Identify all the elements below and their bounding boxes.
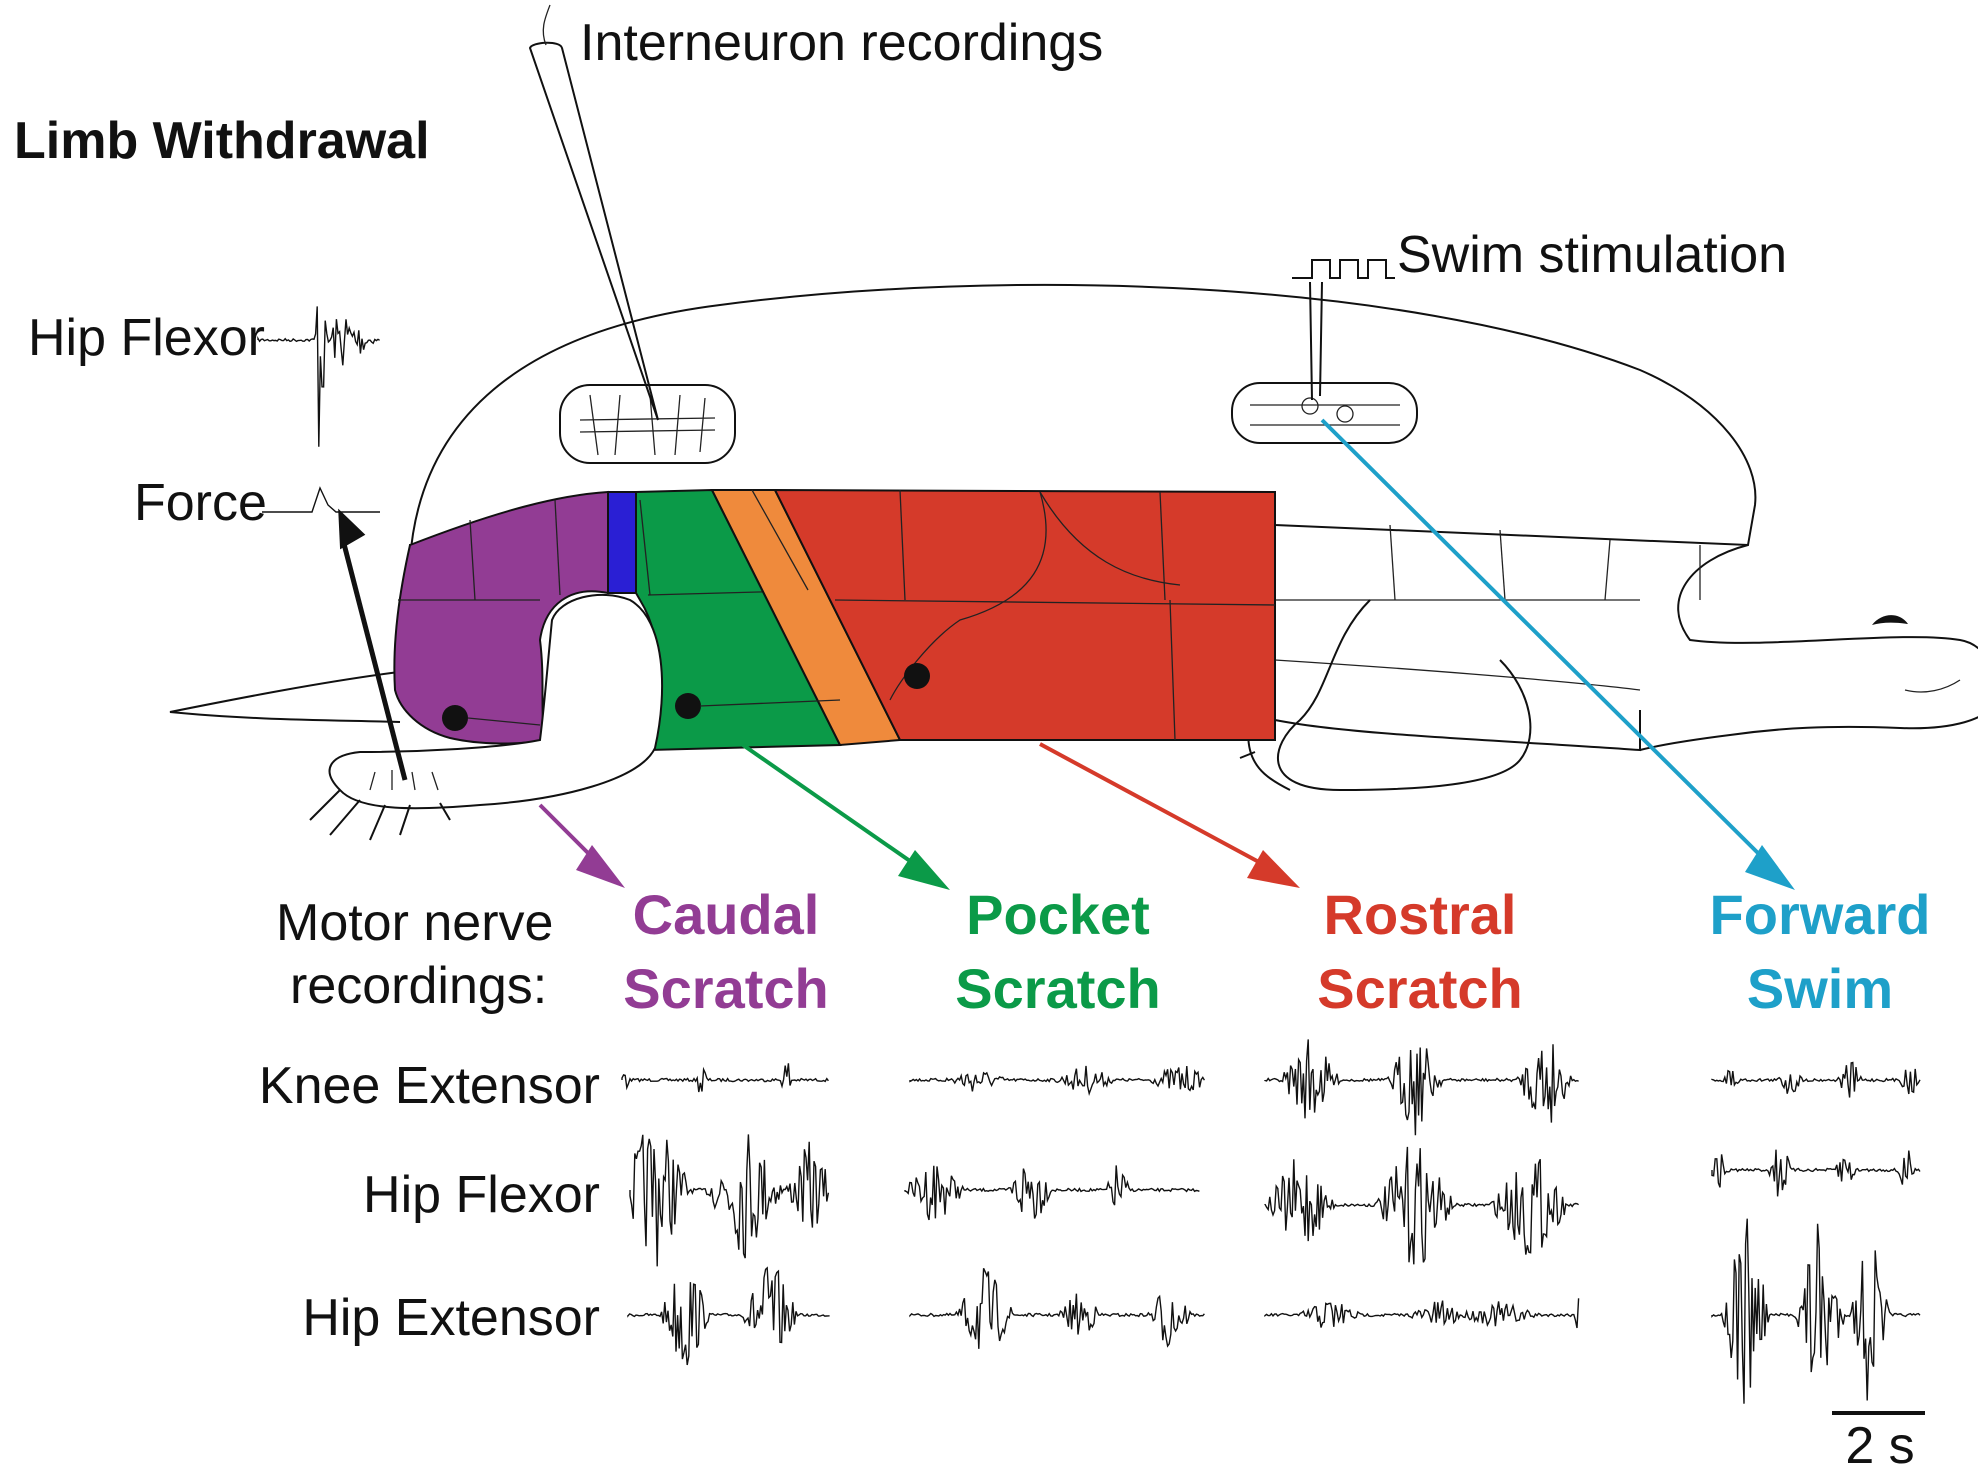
motor-nerve-label-1: Motor nerve: [276, 894, 553, 952]
swim-hip-flexor-trace: [1711, 1149, 1921, 1197]
pocket-hip-extensor-trace: [909, 1268, 1205, 1349]
interneuron-spinal-window: [559, 384, 736, 464]
svg-text:Rostral: Rostral: [1324, 883, 1517, 946]
caudal-hip-extensor-trace: [627, 1266, 830, 1366]
emg-traces: [257, 306, 1921, 1404]
row-label-hip-extensor: Hip Extensor: [302, 1289, 600, 1347]
pocket-knee-extensor-trace: [909, 1065, 1206, 1096]
caudal-scratch-title: Caudal Scratch: [623, 883, 828, 1020]
svg-text:Caudal: Caudal: [633, 883, 820, 946]
interneuron-electrode: [528, 41, 659, 421]
blue-segment: [607, 491, 637, 594]
turtle-carapace: [409, 283, 1757, 561]
svg-text:Scratch: Scratch: [623, 957, 828, 1020]
forward-swim-title: Forward Swim: [1710, 883, 1931, 1020]
turtle-front-limb: [1277, 599, 1532, 792]
svg-text:Forward: Forward: [1710, 883, 1931, 946]
turtle-hind-limb: [328, 593, 664, 810]
swim-spinal-window: [1231, 382, 1418, 444]
pocket-electrode: [675, 693, 701, 719]
limb-withdrawal-title: Limb Withdrawal: [14, 112, 430, 170]
force-trace: [262, 486, 380, 513]
caudal-knee-extensor-trace: [621, 1063, 829, 1093]
swim-stimulation-label: Swim stimulation: [1397, 226, 1787, 284]
hip-flexor-top-label: Hip Flexor: [28, 309, 265, 367]
pocket-hip-flexor-trace: [904, 1165, 1200, 1221]
row-label-hip-flexor: Hip Flexor: [363, 1166, 600, 1224]
rostral-hip-flexor-trace: [1264, 1146, 1579, 1265]
swim-hip-extensor-trace: [1711, 1218, 1921, 1404]
scale-bar-label: 2 s: [1845, 1417, 1914, 1471]
pocket-arrow: [741, 743, 922, 870]
stimulation-pulse-icon: [1292, 259, 1395, 279]
svg-text:Scratch: Scratch: [955, 957, 1160, 1020]
svg-text:Scratch: Scratch: [1317, 957, 1522, 1020]
motor-nerve-label-2: recordings:: [290, 957, 547, 1015]
caudal-arrowhead: [576, 845, 625, 888]
turtle-head: [1639, 544, 1978, 751]
force-arrow: [340, 539, 408, 781]
rostral-arrowhead: [1247, 850, 1300, 888]
pocket-scratch-title: Pocket Scratch: [955, 883, 1160, 1020]
withdrawal-hip-flexor-trace: [257, 306, 380, 447]
turtle-tail: [169, 669, 416, 723]
swim-arrow: [1320, 418, 1772, 867]
interneuron-label: Interneuron recordings: [580, 14, 1103, 72]
caudal-hip-flexor-trace: [629, 1134, 830, 1267]
rostral-arrow: [1039, 742, 1271, 870]
force-label: Force: [134, 474, 267, 532]
svg-text:Swim: Swim: [1747, 957, 1893, 1020]
force-arrowhead: [338, 508, 366, 550]
rostral-knee-extensor-trace: [1264, 1039, 1579, 1136]
pocket-arrowhead: [898, 850, 950, 890]
rostral-region: [773, 488, 1276, 741]
caudal-electrode: [442, 705, 468, 731]
swim-knee-extensor-trace: [1711, 1061, 1921, 1098]
rostral-hip-extensor-trace: [1264, 1298, 1580, 1329]
row-label-knee-extensor: Knee Extensor: [259, 1057, 600, 1115]
rostral-electrode: [904, 663, 930, 689]
turtle-plastron: [1274, 525, 1641, 752]
rostral-scratch-title: Rostral Scratch: [1317, 883, 1522, 1020]
eye-icon: [1872, 615, 1908, 625]
swim-stim-electrode: [1309, 281, 1323, 401]
swim-arrowhead: [1745, 845, 1795, 890]
svg-text:Pocket: Pocket: [966, 883, 1150, 946]
